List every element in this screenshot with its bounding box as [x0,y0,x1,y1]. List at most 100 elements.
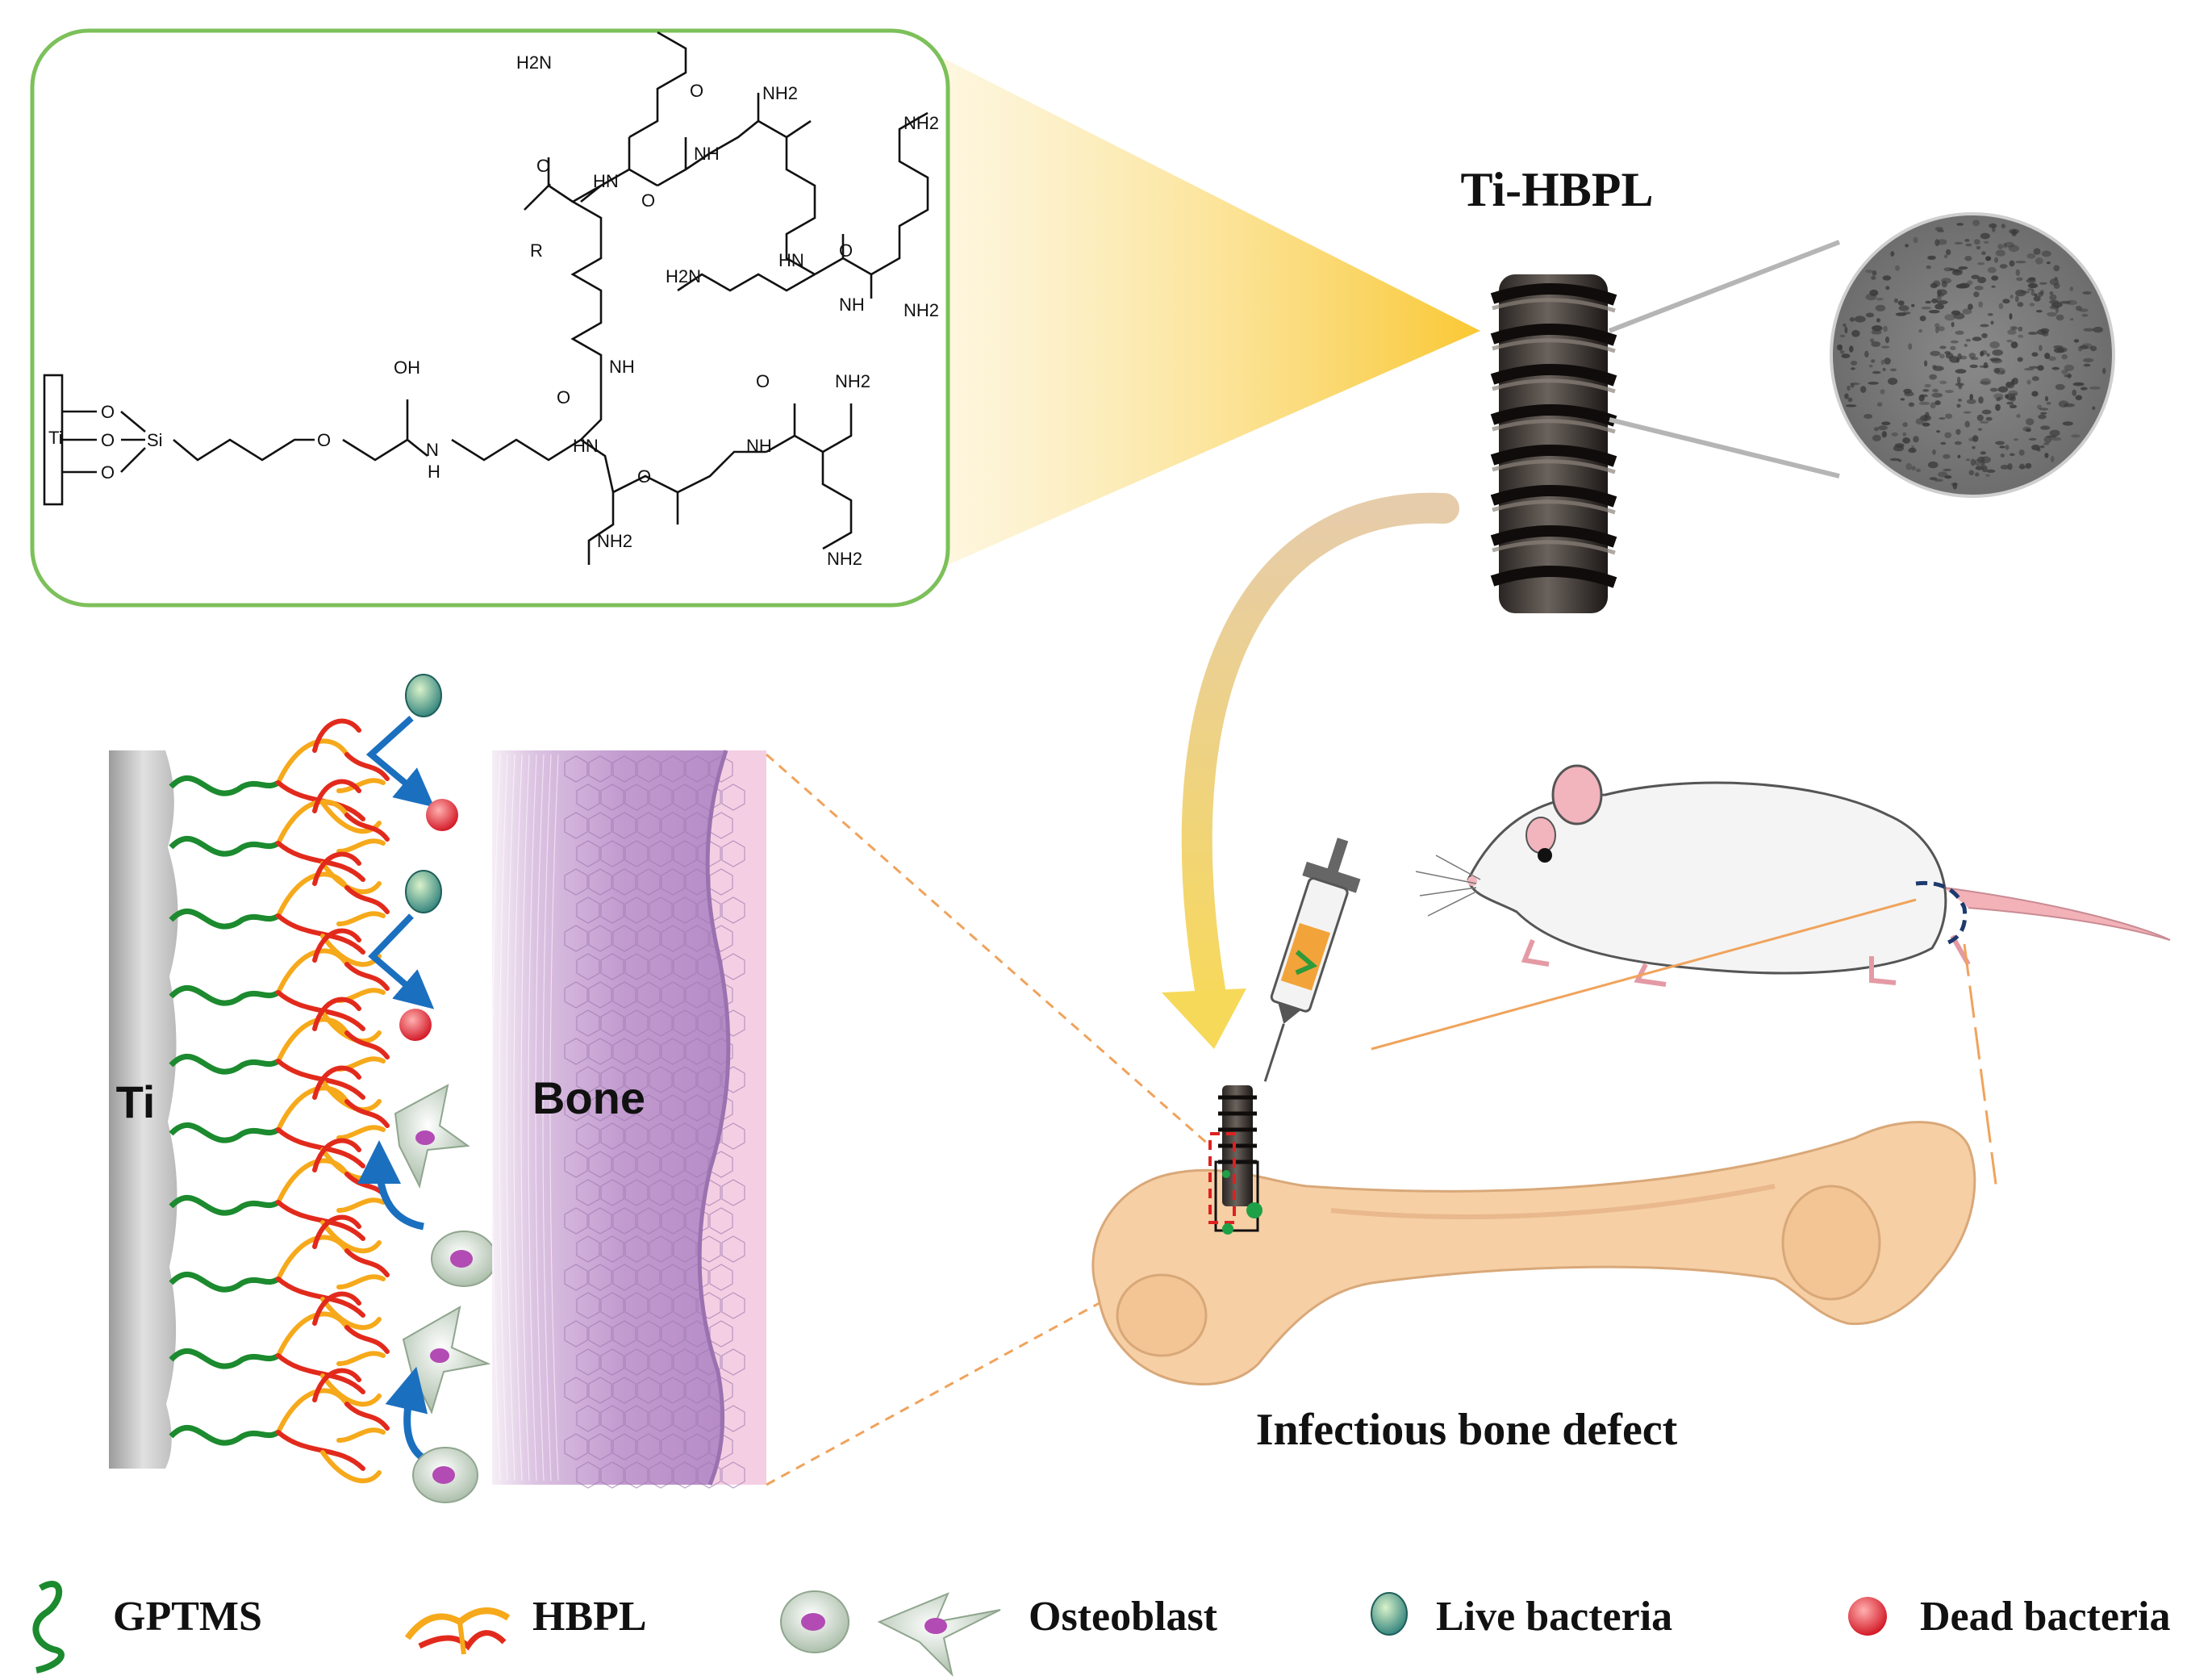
hbpl-branch [336,778,386,793]
hbpl-branch [344,1030,390,1059]
kill-arrow-1 [365,716,435,808]
gptms-chain [169,1122,280,1143]
bone-label: Bone [532,1072,645,1123]
gptms-legend-icon [32,1581,65,1674]
hbpl-branch [276,948,349,995]
gptms-chain [169,1348,280,1369]
legend-dead-bacteria-label: Dead bacteria [1920,1594,2170,1640]
hbpl-branch [344,813,390,842]
hbpl-branch [312,779,361,813]
bone-tissue [491,750,766,1489]
hbpl-branch [336,1197,386,1213]
legend-osteoblast-label: Osteoblast [1029,1594,1218,1640]
hbpl-branch [320,1297,382,1331]
gptms-chain [169,908,280,930]
nh2-label-2: NH2 [904,113,939,133]
femur [1091,1121,1976,1385]
guide-line-top [766,753,1211,1147]
hbpl-branch [276,1235,349,1281]
nh2-label-5: NH2 [835,371,870,391]
gptms-chain [169,1271,280,1293]
hbpl-branch [312,997,361,1031]
hbpl-branch [276,799,349,846]
zoom-beam [940,56,1480,565]
nh-label-4: NH [746,436,772,456]
hn-label-3: HN [573,436,599,456]
nh2-label-3: NH2 [904,300,939,320]
nh-label-3: NH [609,357,635,377]
hbpl-branch [336,1125,386,1140]
hbpl-branch [320,1450,382,1484]
hbpl-branch [276,871,349,918]
interface-bacteria-cells [357,674,497,1503]
sem-surface-image [1830,212,2115,498]
nh2-label-4: NH2 [597,531,632,551]
sem-zoom-line-bottom [1609,417,1840,479]
amine-h-label: H [428,462,440,482]
hbpl-branch [336,838,386,854]
hbpl-branch [312,1368,361,1402]
ether-o-label: O [317,430,331,450]
nh2-label-1: NH2 [762,83,798,103]
implant-arrow [1181,492,1459,1028]
dead-bacterium-2 [399,1009,432,1041]
hbpl-branch [276,738,349,785]
hbpl-branch [312,1291,361,1326]
hbpl-branch [344,1402,390,1431]
carbonyl-o-label-1: O [536,156,550,176]
hbpl-branch [336,1351,386,1366]
mouse [1415,764,2171,987]
implanted-screw [1208,1085,1263,1235]
structure-frame [30,28,950,608]
hbpl-branch [276,1311,349,1358]
hbpl-branch [344,1325,390,1354]
hbpl-branch [320,1373,382,1407]
adhesion-arrow-1 [357,1140,424,1231]
nh2-label-6: NH2 [827,549,862,569]
live-bacterium-1 [405,674,442,717]
live-bacteria-legend-icon [1371,1592,1408,1636]
ti-substrate [109,750,178,1469]
hbpl-branch [276,1158,349,1205]
nh-label-2: NH [839,295,865,315]
dead-bacterium-1 [426,799,458,831]
osteoblast-legend-icon [780,1590,1001,1678]
ti-atom-label: Ti [48,428,63,448]
mouse-guide-line [1371,898,1917,1051]
hydroxyl-label: OH [394,357,420,378]
h2n-label-2: H2N [666,266,701,286]
legend-gptms-label: GPTMS [113,1594,262,1640]
implant-arrow-head [1162,988,1246,1049]
hbpl-branch [276,1388,349,1435]
syringe [1263,838,1361,1082]
carbonyl-o-label-2: O [641,190,655,211]
hbpl-branch [312,1065,361,1100]
hn-label-1: HN [593,171,619,191]
sem-zoom-line-top [1608,240,1841,333]
hbpl-branch [344,1248,390,1277]
gptms-chain [169,775,280,796]
h2n-label-1: H2N [516,52,552,73]
defect-label: Infectious bone defect [1256,1405,1678,1455]
gptms-chain [169,1424,280,1446]
ti-screw-implant [1490,274,1617,613]
hbpl-branch [336,1274,386,1289]
hbpl-branch [336,1427,386,1443]
gptms-chain [169,1053,280,1075]
o-atom-label-2: O [101,430,115,450]
hbpl-branch [312,1138,361,1172]
hbpl-branch [344,1099,390,1128]
o-atom-label-1: O [101,402,115,422]
carbonyl-o-label-5: O [557,387,570,407]
carbonyl-o-label-7: O [756,371,770,391]
hbpl-branch [312,718,361,753]
polymer-brush-layer [169,718,390,1484]
hbpl-legend-icon [404,1607,511,1655]
ti-interface-label: Ti [116,1076,156,1127]
gptms-chain [169,835,280,857]
hbpl-branch [320,861,382,895]
hbpl-branch [276,1017,349,1064]
kill-arrow-2 [368,913,435,1009]
hbpl-branch [312,1214,361,1249]
